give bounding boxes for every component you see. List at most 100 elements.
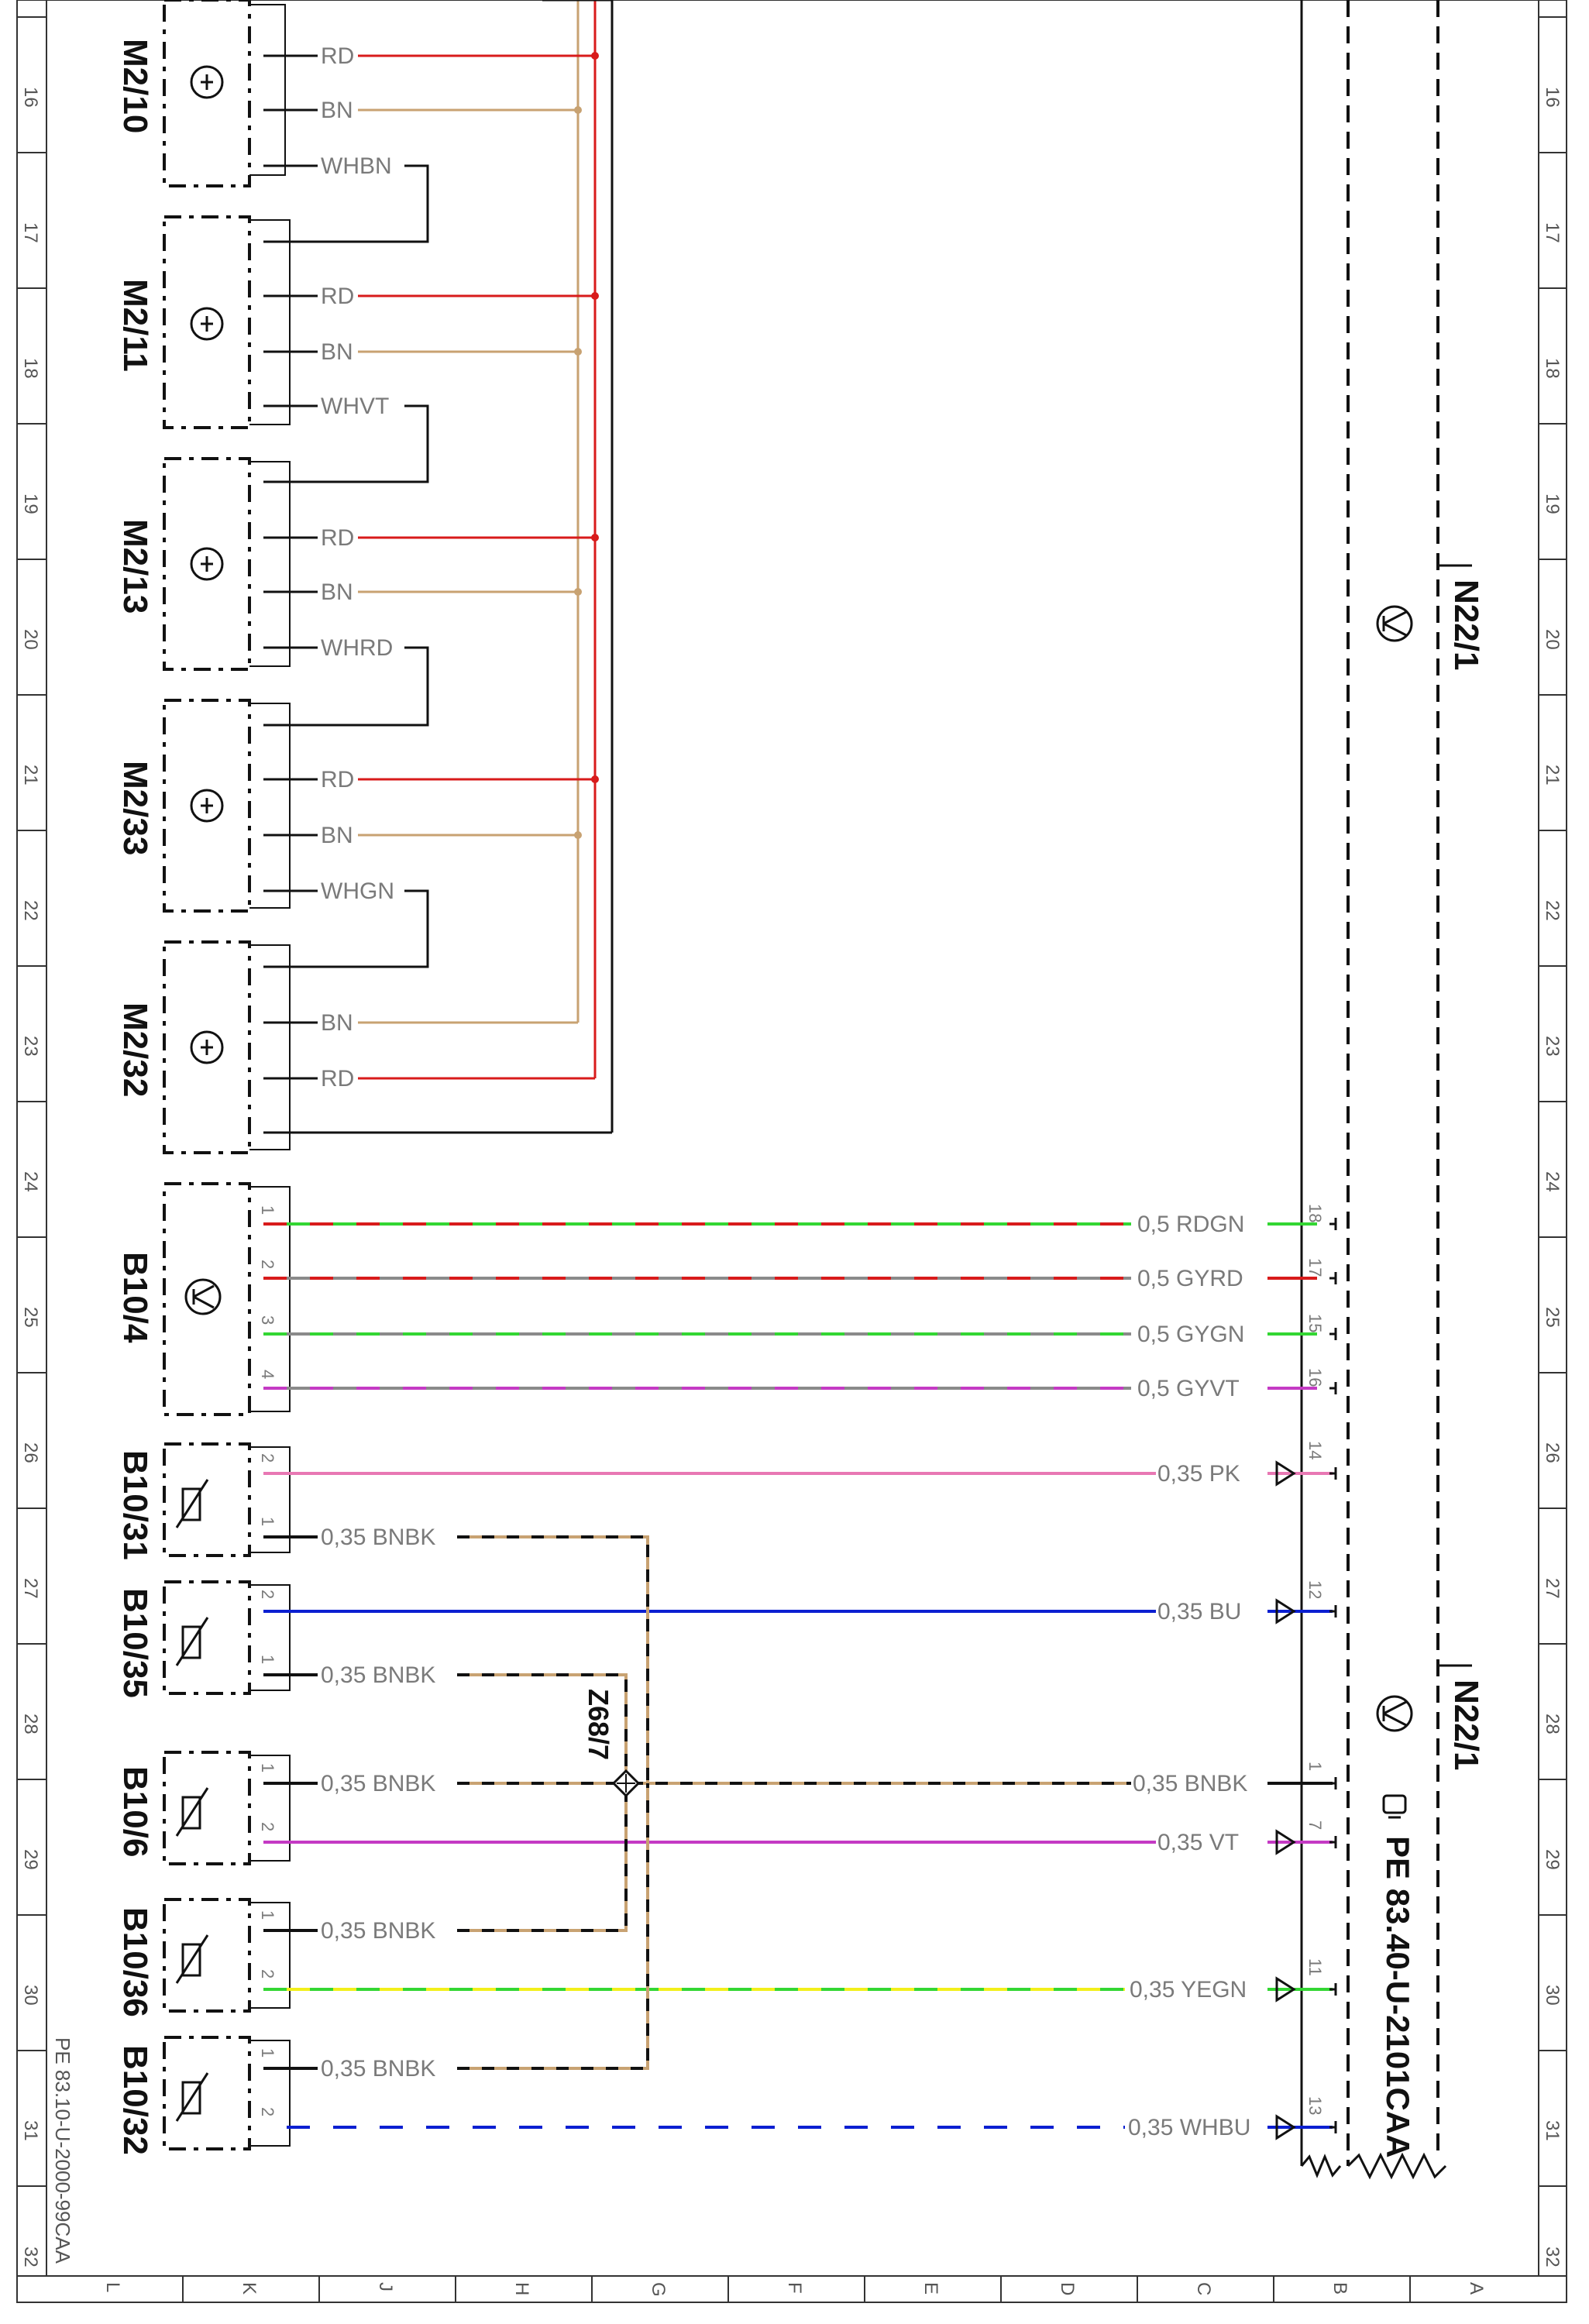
motor-wire-junctions bbox=[574, 52, 599, 839]
row-label: 28 bbox=[1542, 1714, 1563, 1734]
wire-label: BN bbox=[321, 579, 353, 605]
sensor-b10-6: B10/6 bbox=[116, 1751, 291, 1865]
motor-icon bbox=[190, 547, 224, 581]
temperature-sensor-icon bbox=[175, 2072, 209, 2122]
pin-label: 3 bbox=[258, 1315, 277, 1325]
row-label: 29 bbox=[20, 1849, 41, 1870]
wire-label: 0,5 GYGN bbox=[1137, 1322, 1244, 1347]
pin-label: 1 bbox=[1305, 1762, 1325, 1771]
column-labels: L K J H G F E D C B A bbox=[102, 2282, 1487, 2297]
row-label: 17 bbox=[20, 222, 41, 243]
row-label: 25 bbox=[1542, 1307, 1563, 1328]
component-label: B10/35 bbox=[116, 1588, 154, 1698]
column-label: G bbox=[648, 2282, 669, 2297]
pin-label: 14 bbox=[1305, 1441, 1325, 1459]
row-label: 32 bbox=[20, 2247, 41, 2267]
wire-label: WHBN bbox=[321, 153, 392, 179]
wire-label: WHVT bbox=[321, 394, 389, 419]
pin-label: 7 bbox=[1305, 1820, 1325, 1830]
wire-label: 0,35 BU bbox=[1157, 1599, 1241, 1624]
pin-label: 2 bbox=[258, 1590, 277, 1599]
row-label: 20 bbox=[20, 629, 41, 650]
wire-label: 0,35 VT bbox=[1157, 1830, 1239, 1855]
row-label: 24 bbox=[20, 1171, 41, 1192]
splice-label: Z68/7 bbox=[583, 1689, 614, 1760]
wire-label: 0,35 BNBK bbox=[321, 1918, 435, 1944]
row-label: 29 bbox=[1542, 1849, 1563, 1870]
wire-label: 0,35 BNBK bbox=[321, 1525, 435, 1550]
row-label: 22 bbox=[20, 900, 41, 921]
pin-label: 2 bbox=[258, 1969, 277, 1978]
row-label: 23 bbox=[20, 1036, 41, 1057]
sheet-frame bbox=[16, 0, 1567, 2303]
row-label: 25 bbox=[20, 1307, 41, 1328]
sensor-b10-4: B10/4 bbox=[116, 1182, 291, 1416]
row-label: 30 bbox=[20, 1985, 41, 2006]
motor-wire-labels: RD BN WHBN RD BN WHVT RD BN WHRD RD BN W… bbox=[321, 43, 394, 1092]
pin-label: 1 bbox=[258, 1517, 277, 1526]
pin-label: 1 bbox=[258, 1205, 277, 1215]
row-ticks bbox=[17, 16, 1567, 2187]
row-label: 31 bbox=[20, 2120, 41, 2141]
wire-label: WHGN bbox=[321, 878, 394, 904]
pin-label: 17 bbox=[1305, 1258, 1325, 1277]
component-label: M2/32 bbox=[116, 1002, 154, 1097]
wire-label: 0,35 YEGN bbox=[1130, 1977, 1247, 2003]
column-label: C bbox=[1193, 2282, 1214, 2295]
row-label: 18 bbox=[1542, 358, 1563, 379]
pin-label: 1 bbox=[258, 1763, 277, 1772]
pin-label: 18 bbox=[1305, 1204, 1325, 1222]
pin-label: 1 bbox=[258, 1655, 277, 1664]
motor-m2-13: M2/13 bbox=[116, 457, 291, 671]
row-label: 18 bbox=[20, 358, 41, 379]
sensor-b10-36: B10/36 bbox=[116, 1898, 291, 2017]
row-label: 31 bbox=[1542, 2120, 1563, 2141]
row-label: 21 bbox=[1542, 765, 1563, 786]
row-label: 16 bbox=[20, 87, 41, 108]
n22-module-body bbox=[1300, 0, 1472, 2180]
motor-m2-11: M2/11 bbox=[116, 215, 291, 429]
side-document-reference: PE 83.10-U-2000-99CAA bbox=[51, 2037, 74, 2264]
wire-label: RD bbox=[321, 284, 354, 309]
n22-transistor-icon-top bbox=[1376, 605, 1413, 642]
wire-label: BN bbox=[321, 823, 353, 848]
bnbk-wires bbox=[263, 1535, 1333, 2070]
pin-label: 4 bbox=[258, 1370, 277, 1379]
pin-label: 11 bbox=[1305, 1958, 1325, 1976]
pin-label: 15 bbox=[1305, 1314, 1325, 1332]
column-label: D bbox=[1057, 2282, 1078, 2295]
document-reference-icon bbox=[1382, 1794, 1407, 1819]
sensor-pin-labels: 1 2 3 4 2 1 2 1 1 2 1 2 1 2 bbox=[258, 1205, 277, 2116]
wire-label: BN bbox=[321, 339, 353, 365]
row-label: 16 bbox=[1542, 87, 1563, 108]
wire-label: BN bbox=[321, 1010, 353, 1036]
sensor-b10-32: B10/32 bbox=[116, 2036, 291, 2155]
row-label: 26 bbox=[20, 1442, 41, 1463]
sensor-b10-35: B10/35 bbox=[116, 1580, 291, 1698]
component-label: M2/10 bbox=[116, 39, 154, 133]
row-labels-left: 16 17 18 19 20 21 22 23 24 25 26 27 28 2… bbox=[20, 87, 41, 2267]
pin-label: 2 bbox=[258, 1260, 277, 1269]
pin-label: 2 bbox=[258, 1453, 277, 1463]
pin-label: 12 bbox=[1305, 1580, 1325, 1599]
column-label: B bbox=[1329, 2282, 1350, 2295]
wire-label: RD bbox=[321, 767, 354, 792]
pin-label: 13 bbox=[1305, 2096, 1325, 2115]
component-label: B10/36 bbox=[116, 1907, 154, 2017]
column-label: J bbox=[375, 2282, 396, 2291]
wire-label: RD bbox=[321, 43, 354, 69]
pin-label: 1 bbox=[258, 1910, 277, 1920]
motor-icon bbox=[190, 789, 224, 823]
row-label: 17 bbox=[1542, 222, 1563, 243]
wire-label: BN bbox=[321, 98, 353, 123]
document-reference: PE 83.40-U-2101CAA bbox=[1380, 1836, 1416, 2158]
pin-label: 1 bbox=[258, 2048, 277, 2058]
component-label: B10/6 bbox=[116, 1766, 154, 1857]
component-label: B10/31 bbox=[116, 1450, 154, 1560]
column-label: L bbox=[102, 2282, 123, 2292]
pin-label: 2 bbox=[258, 1822, 277, 1831]
n22-pin-markers bbox=[1329, 1218, 1337, 2133]
motor-icon bbox=[190, 65, 224, 99]
